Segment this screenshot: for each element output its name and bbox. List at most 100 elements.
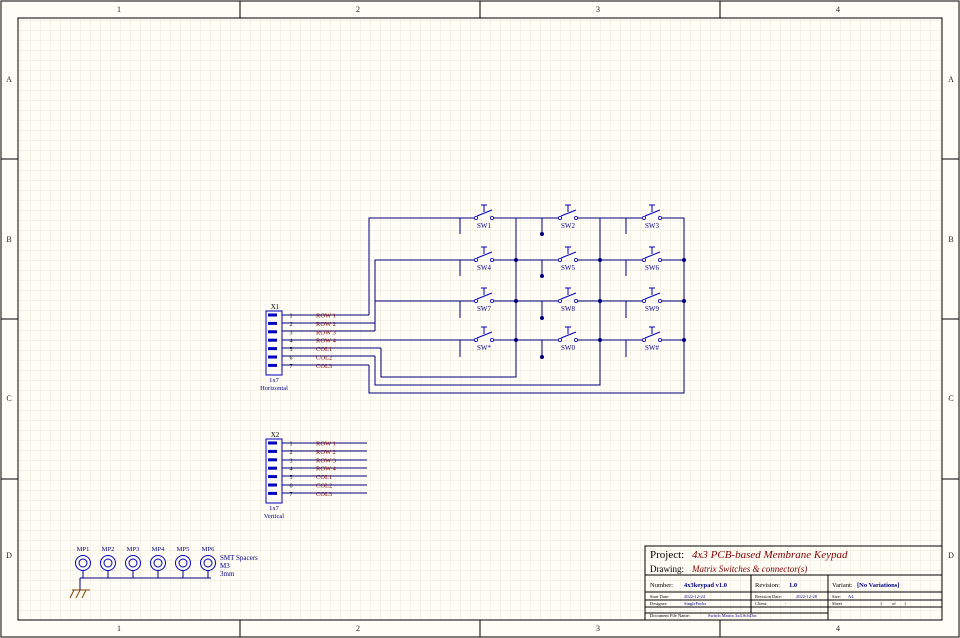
switch-designator: SW3 (645, 222, 660, 230)
switch-lever (644, 251, 661, 259)
connector-body (265, 438, 283, 504)
connector-pin (268, 330, 277, 334)
switch-lever (560, 331, 577, 339)
switch-contact (658, 337, 663, 342)
mounting-hole-designator: MP6 (202, 546, 215, 553)
variant-value: [No Variations] (857, 582, 899, 589)
switch-lever (560, 292, 577, 300)
ground-hatch (69, 589, 75, 599)
zone-row-label: B (6, 235, 11, 244)
pin-number: 3 (290, 458, 293, 464)
connector-pin (268, 338, 277, 342)
switch-designator: SW# (645, 344, 660, 352)
net-label: COL3 (316, 363, 332, 370)
switch-contact (658, 257, 663, 262)
mounting-note: 3mm (220, 570, 235, 578)
connector-pin (268, 321, 277, 325)
mounting-hole-designator: MP2 (102, 546, 115, 553)
switch-lever (644, 209, 661, 217)
switch-designator: SW6 (645, 264, 660, 272)
net-label: ROW 3 (316, 329, 336, 336)
connector-pin (268, 363, 277, 367)
mounting-hole: MP6 (200, 546, 216, 578)
switch-contact (642, 215, 647, 220)
net-label: ROW 1 (316, 313, 336, 320)
pin-number: 2 (290, 450, 293, 456)
mounting-hole: MP5 (175, 546, 191, 578)
pushbutton-switch: SW7 (473, 287, 494, 313)
switch-designator: SW5 (561, 264, 576, 272)
zone-column-label: 1 (117, 5, 121, 14)
size-value: A4 (848, 594, 854, 599)
hole-inner-ring (178, 558, 188, 568)
switch-contact (558, 215, 563, 220)
zone-column-label: 3 (596, 624, 600, 633)
mounting-hole-designator: MP1 (77, 546, 90, 553)
zone-row-label: A (6, 75, 12, 84)
sheet-of: of (892, 601, 896, 606)
pushbutton-switch: SW4 (473, 246, 494, 272)
zone-row-label: B (948, 235, 953, 244)
switch-designator: SW0 (561, 344, 576, 352)
connector-body (265, 310, 283, 376)
file-label: Document File Name: (650, 613, 690, 618)
pushbutton-switch: SW# (642, 326, 663, 352)
net-label: ROW 4 (316, 338, 337, 345)
switch-lever (476, 331, 493, 339)
connector-pin (268, 347, 277, 351)
zone-column-label: 4 (836, 624, 840, 633)
hole-inner-ring (203, 558, 213, 568)
sheet-number: 1 (880, 601, 882, 606)
zone-row-label: A (948, 75, 954, 84)
switch-designator: SW2 (561, 222, 576, 230)
mounting-hole: MP2 (100, 546, 116, 578)
zone-column-label: 2 (356, 5, 360, 14)
ground-hatch (75, 589, 81, 599)
chassis-ground-icon (69, 589, 90, 599)
revision-value: 1.0 (789, 582, 797, 589)
switch-designator: SW4 (477, 264, 492, 272)
pushbutton-switch: SW* (473, 326, 494, 352)
pin-number: 4 (290, 339, 293, 345)
designer-value: SingleFocks (684, 601, 707, 606)
project-name: 4x3 PCB-based Membrane Keypad (692, 549, 848, 561)
net-label: COL2 (316, 355, 332, 362)
pin-number: 2 (290, 322, 293, 328)
zone-row-label: C (948, 394, 953, 403)
zone-column-label: 1 (117, 624, 121, 633)
switch-designator: SW* (477, 344, 492, 352)
net-label: ROW 2 (316, 449, 336, 456)
connector-pin (268, 458, 277, 462)
net-label: ROW 3 (316, 457, 336, 464)
drawing-grid (18, 18, 942, 620)
zone-column-label: 2 (356, 624, 360, 633)
switch-designator: SW1 (477, 222, 492, 230)
switch-contact (642, 298, 647, 303)
switch-lever (476, 292, 493, 300)
switch-lever (476, 251, 493, 259)
zone-row-label: D (6, 551, 12, 560)
client-label: Client: (755, 601, 767, 606)
net-label: COL3 (316, 491, 332, 498)
switch-designator: SW8 (561, 305, 576, 313)
switch-lever (560, 209, 577, 217)
switch-contact (489, 215, 494, 220)
pin-number: 3 (290, 330, 293, 336)
net-label: ROW 2 (316, 321, 336, 328)
connector-type: 1x7 (269, 505, 280, 512)
ground-hatch (81, 589, 87, 599)
mounting-hole: MP1 (75, 546, 91, 578)
hole-inner-ring (128, 558, 138, 568)
drawing-label: Drawing: (650, 564, 684, 574)
pushbutton-switch: SW1 (473, 204, 494, 230)
switch-contact (642, 257, 647, 262)
switch-contact (473, 337, 478, 342)
pushbutton-switch: SW3 (642, 204, 663, 230)
junctions (514, 232, 686, 359)
pin-number: 7 (290, 492, 293, 498)
pushbutton-switch: SW9 (642, 287, 663, 313)
sheet-label: Sheet (832, 601, 843, 606)
switch-contact (489, 257, 494, 262)
